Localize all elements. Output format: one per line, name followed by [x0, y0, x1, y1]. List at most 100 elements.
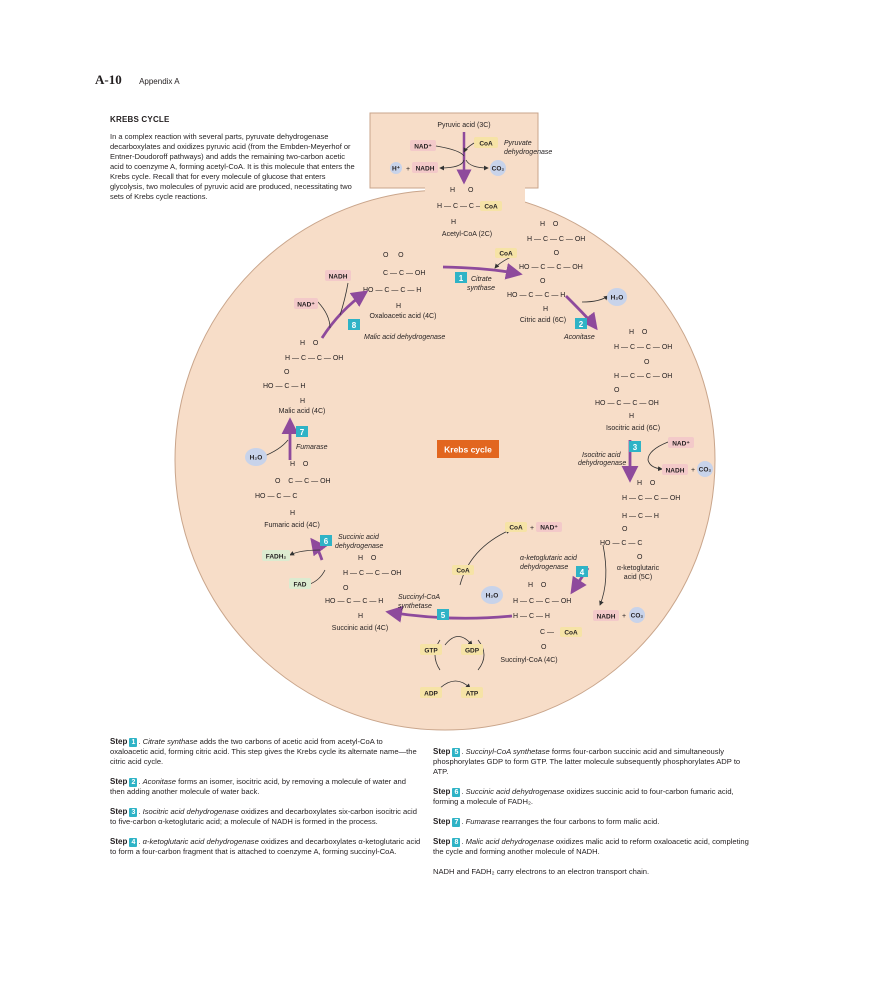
h2o-tag-step7: [245, 448, 267, 466]
svg-text:+: +: [691, 467, 695, 474]
svg-text:CO₂: CO₂: [631, 613, 644, 620]
nad-tag-step3: [668, 437, 694, 448]
step-4: Step 4. α-ketoglutaric acid dehydrogenas…: [110, 837, 421, 856]
svg-text:synthase: synthase: [467, 285, 495, 292]
isocitric-acid-label: Isocitric acid (6C): [606, 425, 660, 432]
step-marker-5: [437, 609, 449, 620]
svg-text:CoA: CoA: [479, 141, 493, 148]
svg-text:NADH: NADH: [666, 468, 685, 475]
svg-text:Succinic acid: Succinic acid: [338, 534, 380, 541]
nad-text: NAD⁺: [414, 144, 432, 151]
svg-text:O: O: [622, 526, 628, 533]
pyruvate-dehydrogenase-label: Pyruvate: [504, 140, 532, 147]
svg-text:GTP: GTP: [424, 648, 438, 655]
svg-text:GDP: GDP: [465, 648, 480, 655]
succinic-acid-label: Succinic acid (4C): [332, 625, 388, 632]
acetyl-coa-label: Acetyl-CoA (2C): [442, 231, 492, 238]
malic-acid-label: Malic acid (4C): [279, 408, 326, 415]
step-2: Step 2. Aconitase forms an isomer, isoci…: [110, 777, 406, 796]
svg-text:H O: H O: [300, 340, 319, 347]
svg-text:H O: H O: [358, 555, 377, 562]
svg-text:NADH: NADH: [597, 614, 616, 621]
svg-text:4: 4: [580, 568, 585, 577]
step-marker-4: [576, 566, 588, 577]
svg-text:synthetase: synthetase: [398, 603, 432, 610]
svg-text:NADH: NADH: [329, 274, 348, 281]
svg-text:+: +: [406, 166, 410, 173]
svg-text:HO — C — C: HO — C — C: [600, 540, 642, 547]
fad-tag: [289, 578, 311, 589]
step-markers: 1 2 3 4 5 6 7 8: [296, 272, 641, 620]
gtp-tag: [420, 644, 442, 655]
cofactor-tags: CoA H₂O NAD⁺ NADH + CO₂ CoA + NAD⁺ NADH …: [245, 248, 713, 698]
nad-tag-step4: [536, 522, 562, 532]
svg-text:dehydrogenase: dehydrogenase: [578, 460, 626, 467]
step-7: Step 7. Fumarase rearranges the four car…: [433, 817, 660, 827]
svg-text:O: O: [644, 359, 650, 366]
svg-text:HO — C — C — OH: HO — C — C — OH: [595, 400, 659, 407]
svg-text:H: H: [396, 303, 401, 310]
step-marker-2: [575, 318, 587, 329]
svg-text:O: O: [284, 369, 290, 376]
step-marker-6: [320, 535, 332, 546]
steps-right-column: Step 5. Succinyl-CoA synthetase forms fo…: [433, 747, 753, 887]
svg-text:H — C — C —: H — C — C —: [437, 203, 483, 210]
svg-text:3: 3: [633, 443, 638, 452]
adp-tag: [420, 687, 442, 698]
pyruvate-section: Pyruvic acid (3C) NAD⁺ CoA Pyruvate dehy…: [390, 122, 552, 185]
svg-text:H: H: [543, 306, 548, 313]
page-header: A-10 Appendix A: [95, 72, 180, 88]
atp-tag: [461, 687, 483, 698]
svg-text:O: O: [343, 585, 349, 592]
svg-text:Krebs cycle: Krebs cycle: [444, 445, 492, 455]
nadh-tag-step8: [325, 270, 351, 281]
svg-text:CoA: CoA: [499, 251, 513, 258]
svg-text:ADP: ADP: [424, 691, 438, 698]
svg-text:HO — C — C: HO — C — C: [255, 493, 297, 500]
fumaric-acid-label: Fumaric acid (4C): [264, 522, 320, 529]
svg-text:H: H: [300, 398, 305, 405]
svg-text:H₂O: H₂O: [486, 593, 499, 600]
krebs-cycle-diagram: Pyruvic acid (3C) NAD⁺ CoA Pyruvate dehy…: [174, 112, 716, 731]
svg-text:NAD⁺: NAD⁺: [672, 441, 690, 448]
co2-tag-step4: [629, 607, 645, 623]
svg-text:H: H: [450, 187, 455, 194]
nadh-tag-step3: [662, 464, 688, 475]
step-1: Step 1. Citrate synthase adds the two ca…: [110, 737, 417, 766]
svg-text:1: 1: [459, 274, 464, 283]
footer-note: NADH and FADH₂ carry electrons to an ele…: [433, 867, 650, 876]
svg-text:C —: C —: [540, 629, 554, 636]
succinyl-coa-structure: H O H — C — C — OH H — C — H C — CoA O S…: [500, 582, 582, 664]
step-marker-8: [348, 319, 360, 330]
coa-tag-step4: [505, 522, 527, 532]
svg-text:O: O: [468, 187, 474, 194]
page-number: A-10: [95, 72, 122, 87]
nadh-tag-step4: [593, 610, 619, 621]
svg-text:NADH: NADH: [416, 166, 435, 173]
svg-text:FAD: FAD: [294, 582, 307, 589]
svg-text:H O: H O: [290, 461, 309, 468]
intro-title: KREBS CYCLE: [110, 115, 170, 124]
svg-text:Aconitase: Aconitase: [563, 334, 595, 341]
co2-circle: [490, 160, 506, 176]
nadh-tag: [412, 162, 438, 173]
step-6: Step 6. Succinic acid dehydrogenase oxid…: [433, 787, 734, 806]
intro-block: KREBS CYCLE In a complex reaction with s…: [110, 115, 360, 202]
svg-text:HO — C — C — H: HO — C — C — H: [507, 292, 565, 299]
svg-text:+: +: [530, 525, 534, 532]
isocitric-acid-structure: H O H — C — C — OH O H — C — C — OH O HO…: [595, 329, 672, 432]
svg-text:dehydrogenase: dehydrogenase: [504, 149, 552, 156]
svg-text:H — C — H: H — C — H: [513, 613, 550, 620]
oxaloacetic-acid-structure: O O C — C — OH HO — C — C — H H Oxaloace…: [363, 252, 436, 320]
svg-text:HO — C — C — H: HO — C — C — H: [363, 287, 421, 294]
svg-text:dehydrogenase: dehydrogenase: [335, 543, 383, 550]
steps-left-column: Step 1. Citrate synthase adds the two ca…: [110, 737, 422, 867]
svg-text:Citrate: Citrate: [471, 276, 492, 283]
svg-text:O C — C — OH: O C — C — OH: [275, 478, 331, 485]
step-3: Step 3. Isocitric acid dehydrogenase oxi…: [110, 807, 417, 826]
nad-tag: [410, 140, 436, 151]
svg-text:FADH₂: FADH₂: [266, 554, 287, 561]
svg-text:H — C — C — OH: H — C — C — OH: [343, 570, 401, 577]
svg-text:NAD⁺: NAD⁺: [540, 525, 558, 532]
nad-tag-step8: [294, 298, 318, 309]
